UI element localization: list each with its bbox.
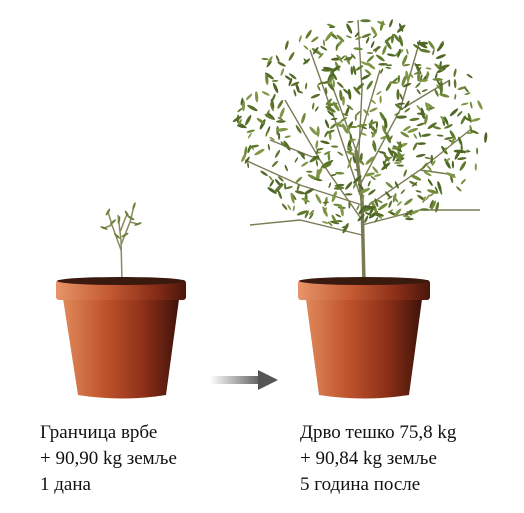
- willow-tree-icon: [232, 19, 488, 282]
- caption-left-line2: + 90,90 kg земље: [40, 446, 177, 472]
- terracotta-pot-icon: [298, 277, 430, 399]
- terracotta-pot-icon: [56, 277, 186, 399]
- caption-left-line1: Гранчица врбе: [40, 420, 177, 446]
- arrow-right-icon: [210, 370, 278, 390]
- caption-right-line2: + 90,84 kg земље: [300, 446, 456, 472]
- caption-left-line3: 1 дана: [40, 472, 177, 498]
- caption-right-line3: 5 година после: [300, 472, 456, 498]
- caption-right: Дрво тешко 75,8 kg + 90,84 kg земље 5 го…: [300, 420, 456, 498]
- willow-sapling-icon: [100, 202, 142, 282]
- caption-left: Гранчица врбе + 90,90 kg земље 1 дана: [40, 420, 177, 498]
- caption-right-line1: Дрво тешко 75,8 kg: [300, 420, 456, 446]
